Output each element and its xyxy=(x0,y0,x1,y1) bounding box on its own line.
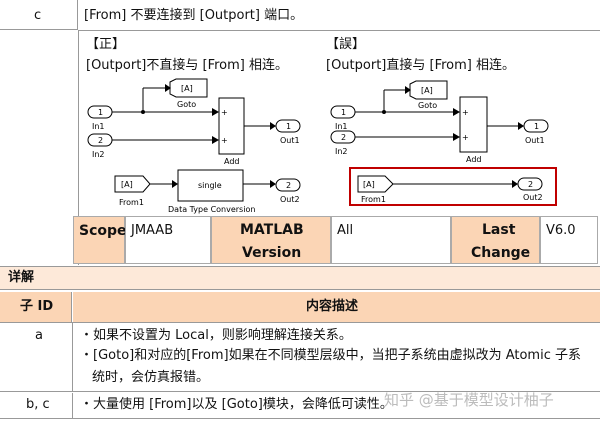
row-c-rule: [From] 不要连接到 [Outport] 端口。 xyxy=(84,8,304,23)
left-out1-label: Out1 xyxy=(280,136,300,145)
right-out1-label: Out1 xyxy=(525,136,545,145)
row-c-divider xyxy=(78,30,600,31)
row-a-id: a xyxy=(35,328,43,343)
wrong-tag: 【誤】 xyxy=(326,37,366,52)
right-goto-label: Goto xyxy=(418,101,437,110)
table-row-bc xyxy=(0,393,600,419)
left-in2-num: 2 xyxy=(98,136,103,145)
left-in1-label: In1 xyxy=(92,122,105,131)
row-a-line-3: 统时，会仿真报错。 xyxy=(92,370,210,385)
table-row-a xyxy=(0,322,600,392)
right-from-tag: [A] xyxy=(363,180,375,189)
table-header-desc: 内容描述 xyxy=(306,299,359,314)
right-goto-tag: [A] xyxy=(421,86,433,95)
left-dtc-text: single xyxy=(198,181,222,190)
last-change-label-2: Change xyxy=(471,245,531,261)
table-header-id: 子 ID xyxy=(20,299,54,314)
last-change-value: V6.0 xyxy=(546,223,576,238)
table-header-id-cell xyxy=(0,292,72,322)
right-in2-num: 2 xyxy=(341,133,346,142)
row-a-line-1: ・如果不设置为 Local，则影响理解连接关系。 xyxy=(80,328,352,343)
matlab-label-2: Version xyxy=(242,245,302,261)
left-in2-label: In2 xyxy=(92,150,105,159)
table-row-bc-divider xyxy=(72,393,73,419)
left-out2-num: 2 xyxy=(286,181,291,190)
section-title: 详解 xyxy=(8,270,35,285)
right-out2-num: 2 xyxy=(528,180,533,189)
right-in1-num: 1 xyxy=(341,108,346,117)
scope-value-cell xyxy=(125,216,211,264)
right-in2-label: In2 xyxy=(335,147,348,156)
wrong-caption: [Outport]直接与 [From] 相连。 xyxy=(326,58,515,73)
right-out1-num: 1 xyxy=(534,122,539,131)
left-from-tag: [A] xyxy=(121,180,133,189)
matlab-value: All xyxy=(337,223,354,238)
left-in1-num: 1 xyxy=(98,108,103,117)
scope-value: JMAAB xyxy=(131,223,174,238)
left-from-label: From1 xyxy=(119,198,144,207)
left-plus1: + xyxy=(221,108,228,117)
right-add-label: Add xyxy=(466,155,482,164)
right-from-label: From1 xyxy=(361,195,386,204)
row-c-id: c xyxy=(34,8,42,23)
last-change-label-cell xyxy=(451,216,540,264)
last-change-label-1: Last xyxy=(482,222,516,238)
left-add-label: Add xyxy=(224,157,240,166)
row-a-line-2: ・[Goto]和对应的[From]如果在不同模型层级中，当把子系统由虚拟改为 A… xyxy=(80,348,581,363)
left-goto-label: Goto xyxy=(177,100,196,109)
left-goto-tag: [A] xyxy=(181,84,193,93)
right-plus2: + xyxy=(462,133,469,142)
watermark-text: 知乎 @基于模型设计柚子 xyxy=(384,391,554,409)
scope-label: Scope xyxy=(79,223,127,239)
row-bc-line-1: ・大量使用 [From]以及 [Goto]模块，会降低可读性。 xyxy=(80,397,393,412)
row-c-id-cell xyxy=(0,0,78,30)
row-bc-id: b, c xyxy=(26,397,50,412)
scope-label-cell xyxy=(73,216,125,264)
correct-tag: 【正】 xyxy=(86,37,126,52)
gutter-border xyxy=(78,30,79,265)
right-in1-label: In1 xyxy=(335,122,348,131)
correct-caption: [Outport]不直接与 [From] 相连。 xyxy=(86,58,288,73)
matlab-label-cell xyxy=(211,216,331,264)
error-highlight-box xyxy=(349,167,557,206)
left-out2-label: Out2 xyxy=(280,195,300,204)
left-plus2: + xyxy=(221,136,228,145)
section-header xyxy=(0,266,600,290)
left-dtc-label: Data Type Conversion xyxy=(168,205,255,214)
table-row-a-divider xyxy=(72,322,73,392)
matlab-label-1: MATLAB xyxy=(240,222,304,238)
matlab-value-cell xyxy=(331,216,451,264)
table-header-desc-cell xyxy=(73,292,600,322)
last-change-value-cell xyxy=(540,216,598,264)
right-plus1: + xyxy=(462,108,469,117)
right-out2-label: Out2 xyxy=(523,193,543,202)
left-out1-num: 1 xyxy=(286,122,291,131)
